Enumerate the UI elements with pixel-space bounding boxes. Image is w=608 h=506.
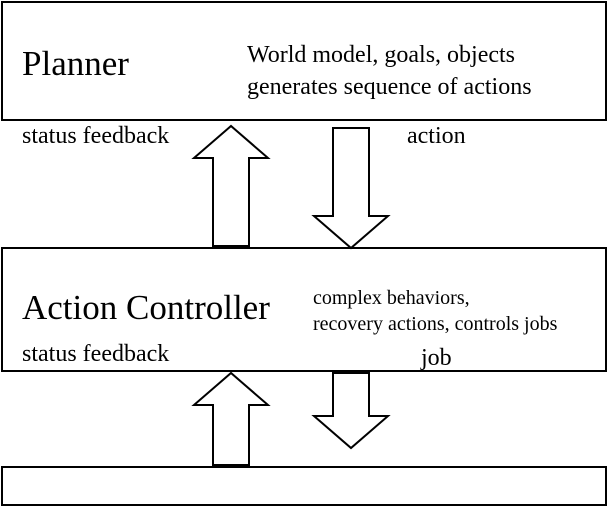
action-controller-description-line1: complex behaviors, [313, 287, 470, 309]
action-controller-description-line2: recovery actions, controls jobs [313, 313, 558, 335]
planner-description-line2: generates sequence of actions [247, 74, 532, 100]
status-feedback-label-lower: status feedback [22, 341, 170, 367]
status-feedback-label-upper: status feedback [22, 123, 170, 149]
planner-title: Planner [22, 44, 129, 83]
job-label: job [421, 345, 452, 371]
arrows-layer [191, 124, 391, 466]
job-down-arrow [311, 372, 391, 450]
status-feedback-up-arrow-lower [191, 371, 271, 466]
action-controller-title: Action Controller [22, 288, 270, 327]
status-feedback-up-arrow-upper [191, 124, 271, 247]
planner-description-line1: World model, goals, objects [247, 42, 516, 68]
action-controller-box [1, 247, 607, 372]
planner-box [1, 1, 607, 121]
action-down-arrow [311, 127, 391, 250]
action-label: action [407, 123, 466, 149]
